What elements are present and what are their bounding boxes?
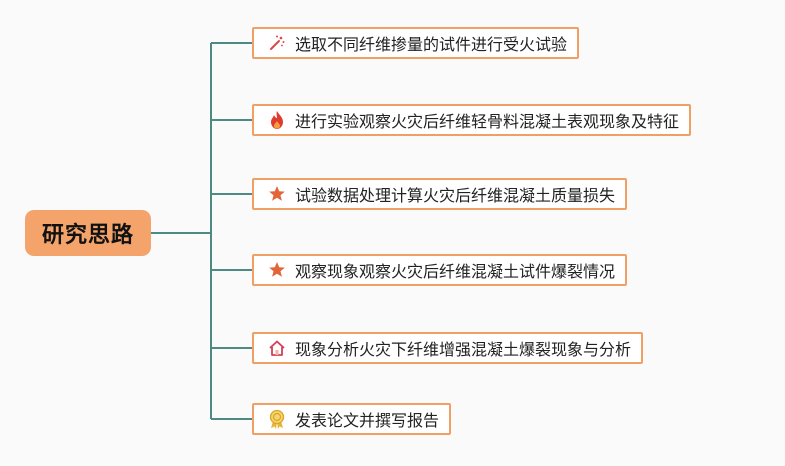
branch-label: 现象分析火灾下纤维增强混凝土爆裂现象与分析 xyxy=(295,340,632,359)
branch-label: 发表论文并撰写报告 xyxy=(295,411,440,430)
star-icon xyxy=(267,184,287,204)
root-topic[interactable]: 研究思路 xyxy=(25,210,151,256)
medal-icon xyxy=(267,409,287,429)
branch-node-1[interactable]: 选取不同纤维掺量的试件进行受火试验 xyxy=(252,27,580,59)
branch-label: 选取不同纤维掺量的试件进行受火试验 xyxy=(295,35,568,54)
magic-wand-icon xyxy=(267,33,287,53)
branch-node-3[interactable]: 试验数据处理计算火灾后纤维混凝土质量损失 xyxy=(252,178,628,210)
branch-label: 进行实验观察火灾后纤维轻骨料混凝土表观现象及特征 xyxy=(295,112,680,131)
branch-node-5[interactable]: 现象分析火灾下纤维增强混凝土爆裂现象与分析 xyxy=(252,332,644,364)
branch-node-4[interactable]: 观察现象观察火灾后纤维混凝土试件爆裂情况 xyxy=(252,254,628,286)
branch-label: 试验数据处理计算火灾后纤维混凝土质量损失 xyxy=(295,186,616,205)
home-icon xyxy=(267,338,287,358)
fire-icon xyxy=(267,110,287,130)
star-icon xyxy=(267,260,287,280)
branch-node-6[interactable]: 发表论文并撰写报告 xyxy=(252,403,452,435)
branch-label: 观察现象观察火灾后纤维混凝土试件爆裂情况 xyxy=(295,262,616,281)
branch-node-2[interactable]: 进行实验观察火灾后纤维轻骨料混凝土表观现象及特征 xyxy=(252,104,692,136)
